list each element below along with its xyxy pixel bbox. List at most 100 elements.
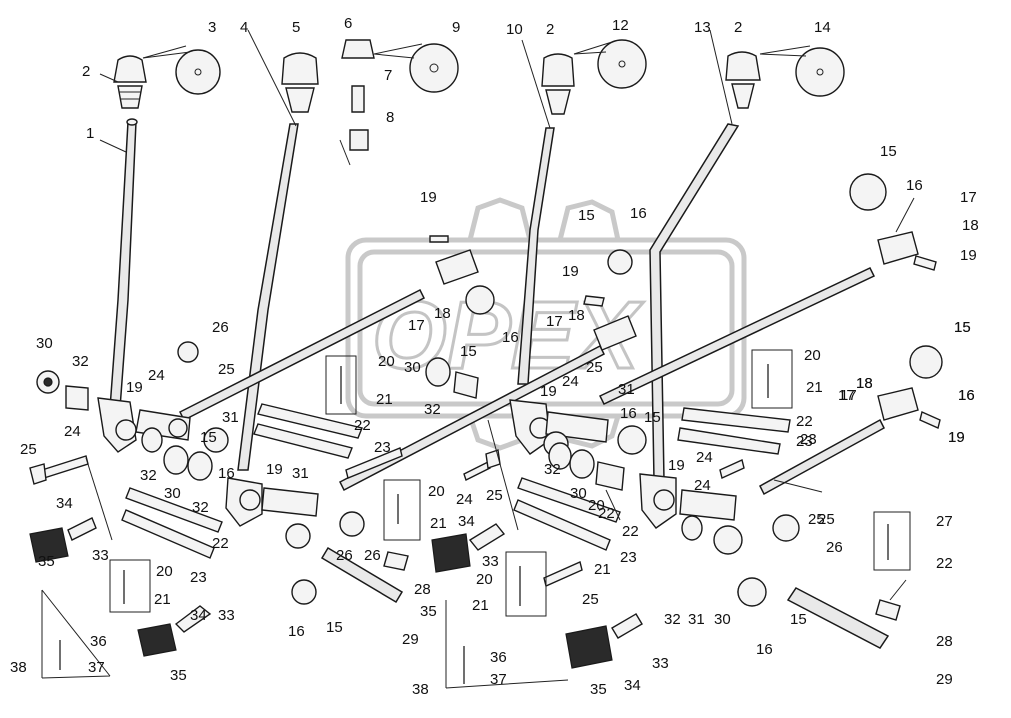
callout-24a: 24 xyxy=(148,367,165,384)
knob-group-1 xyxy=(113,45,221,109)
callout-16i: 16 xyxy=(958,387,975,404)
callout-15c: 15 xyxy=(460,343,477,360)
callout-25c: 25 xyxy=(486,487,503,504)
callout-25d: 25 xyxy=(582,591,599,608)
callout-19a: 19 xyxy=(960,247,977,264)
callout-32b: 32 xyxy=(140,467,157,484)
callout-33c: 33 xyxy=(482,553,499,570)
callout-17b: 17 xyxy=(408,317,425,334)
callout-22b: 22 xyxy=(212,535,229,552)
callout-31b: 31 xyxy=(292,465,309,482)
callout-35a: 35 xyxy=(38,553,55,570)
callout-8: 8 xyxy=(386,109,394,126)
callout-31d: 31 xyxy=(688,611,705,628)
callout-9: 9 xyxy=(452,19,460,36)
callout-15e: 15 xyxy=(200,429,217,446)
plate-set-middle xyxy=(513,477,621,551)
callout-24d: 24 xyxy=(562,373,579,390)
callout-2b: 2 xyxy=(546,21,554,38)
callout-2c: 2 xyxy=(734,19,742,36)
callout-34d: 34 xyxy=(624,677,641,694)
callout-21c: 21 xyxy=(430,515,447,532)
callout-14: 14 xyxy=(814,19,831,36)
detail-circles xyxy=(203,173,943,607)
callout-13: 13 xyxy=(694,19,711,36)
callout-23e: 23 xyxy=(796,433,813,450)
callout-28a: 28 xyxy=(414,581,431,598)
callout-29a: 29 xyxy=(402,631,419,648)
callout-24f: 24 xyxy=(694,477,711,494)
callout-19g: 19 xyxy=(540,383,557,400)
callout-30a: 30 xyxy=(36,335,53,352)
callout-16f: 16 xyxy=(288,623,305,640)
callout-26d: 26 xyxy=(826,539,843,556)
switch-35-left xyxy=(29,517,97,563)
callout-16e: 16 xyxy=(218,465,235,482)
callout-34b: 34 xyxy=(190,607,207,624)
callout-20b: 20 xyxy=(156,563,173,580)
lever-hub-left xyxy=(97,397,191,453)
callout-20a: 20 xyxy=(378,353,395,370)
callout-32f: 32 xyxy=(664,611,681,628)
callout-26a: 26 xyxy=(212,319,229,336)
callout-18d: 18 xyxy=(856,375,873,392)
callout-21f: 21 xyxy=(806,379,823,396)
callout-30d: 30 xyxy=(570,485,587,502)
switch-35-lower-left xyxy=(137,605,212,657)
callout-31c: 31 xyxy=(618,381,635,398)
callout-30b: 30 xyxy=(164,485,181,502)
callout-25f: 25 xyxy=(808,511,825,528)
callout-38b: 38 xyxy=(412,681,429,698)
callout-16d: 16 xyxy=(958,387,975,404)
callout-32c: 32 xyxy=(192,499,209,516)
callout-5: 5 xyxy=(292,19,300,36)
callout-34a: 34 xyxy=(56,495,73,512)
callout-24c: 24 xyxy=(456,491,473,508)
callout-30c: 30 xyxy=(404,359,421,376)
callout-15g: 15 xyxy=(644,409,661,426)
callout-33b: 33 xyxy=(218,607,235,624)
callout-7: 7 xyxy=(384,67,392,84)
callout-37a: 37 xyxy=(88,659,105,676)
callout-21a: 21 xyxy=(376,391,393,408)
callout-22f: 22 xyxy=(936,555,953,572)
callout-27: 27 xyxy=(936,513,953,530)
callout-33d: 33 xyxy=(652,655,669,672)
callout-19f: 19 xyxy=(266,461,283,478)
callout-3: 3 xyxy=(208,19,216,36)
callout-28b: 28 xyxy=(936,633,953,650)
callout-20f: 20 xyxy=(804,347,821,364)
callout-22a: 22 xyxy=(354,417,371,434)
callout-19b: 19 xyxy=(420,189,437,206)
callout-15f: 15 xyxy=(326,619,343,636)
callout-16a: 16 xyxy=(906,177,923,194)
callout-25b: 25 xyxy=(218,361,235,378)
lever-hub-center-left xyxy=(225,477,319,549)
lever-hub-right xyxy=(639,473,743,555)
callout-35c: 35 xyxy=(420,603,437,620)
callout-2: 2 xyxy=(82,63,90,80)
callout-36b: 36 xyxy=(490,649,507,666)
callout-18e: 18 xyxy=(856,375,873,392)
callout-18b: 18 xyxy=(568,307,585,324)
callout-16b: 16 xyxy=(630,205,647,222)
linkage-rod-lower-right xyxy=(759,387,919,496)
callout-12: 12 xyxy=(612,17,629,34)
callout-6: 6 xyxy=(344,15,352,32)
callout-22e: 22 xyxy=(796,413,813,430)
callout-35b: 35 xyxy=(170,667,187,684)
plate-set-right xyxy=(677,407,791,455)
callout-16g: 16 xyxy=(620,405,637,422)
callout-31a: 31 xyxy=(222,409,239,426)
callout-26c: 26 xyxy=(364,547,381,564)
callout-23a: 23 xyxy=(374,439,391,456)
callout-23d: 23 xyxy=(800,431,817,448)
callout-22c: 22 xyxy=(622,523,639,540)
callout-32d: 32 xyxy=(424,401,441,418)
pin-29-right xyxy=(786,587,901,649)
callout-19i: 19 xyxy=(948,429,965,446)
callout-16h: 16 xyxy=(756,641,773,658)
callout-19d: 19 xyxy=(948,429,965,446)
